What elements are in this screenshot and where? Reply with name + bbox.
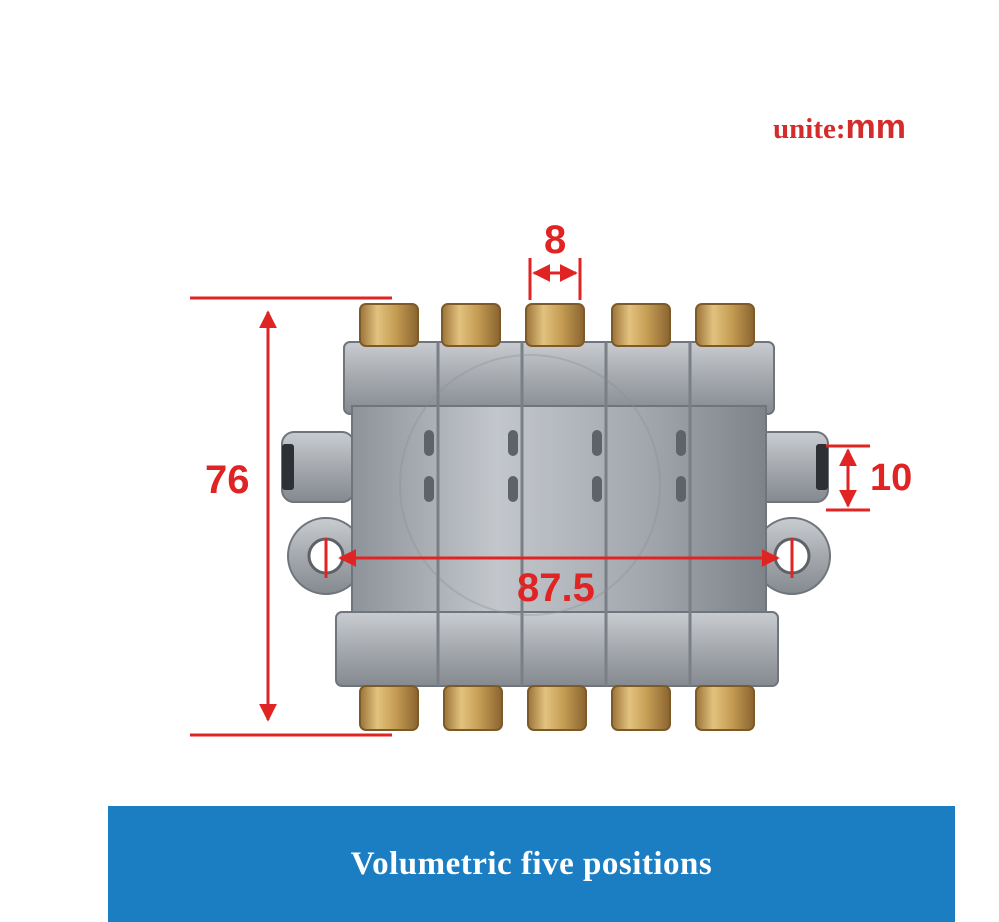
top-fittings: [359, 303, 755, 347]
port-dimension-label: 10: [870, 457, 913, 499]
width-dimension-label: 87.5: [517, 566, 595, 610]
caption-text: Volumetric five positions: [350, 845, 713, 882]
caption-bar: Volumetric five positions: [108, 806, 955, 922]
height-dimension-label: 76: [205, 458, 250, 502]
bottom-fittings: [359, 685, 755, 731]
unit-label: unite:mm: [773, 108, 906, 147]
port-dimension-lines: [826, 444, 870, 512]
right-port: [755, 431, 829, 503]
width-dimension-lines: [324, 538, 794, 578]
unit-value: mm: [845, 108, 906, 146]
unit-prefix: unite:: [773, 113, 846, 145]
pitch-dimension-label: 8: [544, 218, 567, 262]
product-photo: [190, 258, 870, 737]
left-port: [281, 431, 355, 503]
height-dimension-lines: [190, 296, 392, 737]
valve-body: [335, 341, 779, 687]
pitch-dimension-lines: [528, 258, 582, 300]
